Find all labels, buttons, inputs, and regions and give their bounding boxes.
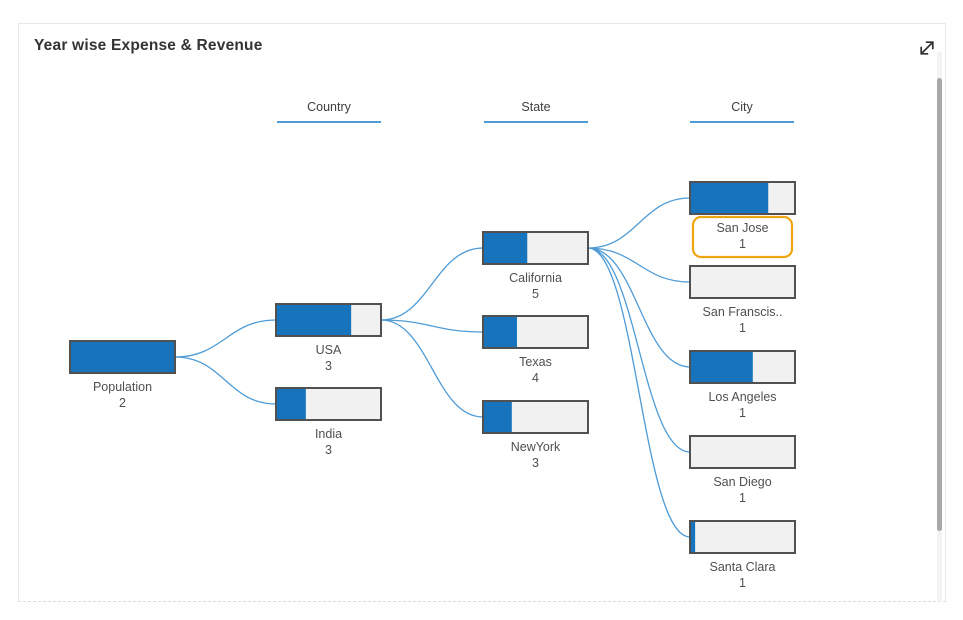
node-value: 3	[325, 443, 332, 457]
node-value: 1	[739, 237, 746, 251]
node-value: 1	[739, 491, 746, 505]
tree-node-india[interactable]: India 3	[275, 387, 382, 457]
tree-link-usa-newyork	[380, 319, 484, 418]
tree-link-california-san-jose	[587, 197, 691, 249]
tree-node-los-angeles[interactable]: Los Angeles 1	[689, 350, 796, 420]
tree-link-california-san-francisco	[587, 247, 691, 283]
tree-node-population[interactable]: Population 2	[69, 340, 176, 410]
node-value: 3	[325, 359, 332, 373]
column-header-city: City	[690, 100, 794, 123]
column-header-country: Country	[277, 100, 381, 123]
node-bar-fill	[277, 389, 306, 419]
node-bar-track	[689, 435, 796, 469]
node-label: USA	[316, 343, 342, 357]
node-label: Santa Clara	[709, 560, 775, 574]
node-label: San Diego	[713, 475, 771, 489]
node-value: 1	[739, 576, 746, 590]
column-header-state: State	[484, 100, 588, 123]
node-value: 2	[119, 396, 126, 410]
node-bar-fill	[484, 402, 512, 432]
node-label: India	[315, 427, 342, 441]
tree-link-population-india	[174, 356, 277, 405]
node-bar-track	[689, 520, 796, 554]
tree-node-san-francisco[interactable]: San Franscis.. 1	[689, 265, 796, 335]
tree-link-california-santa-clara	[587, 247, 691, 538]
node-value: 5	[532, 287, 539, 301]
vertical-scrollbar-thumb[interactable]	[937, 78, 942, 531]
node-bar-fill	[691, 352, 753, 382]
tree-node-california[interactable]: California 5	[482, 231, 589, 301]
expand-button[interactable]	[913, 34, 941, 62]
node-bar-fill	[484, 233, 528, 263]
selection-outline	[691, 215, 794, 259]
node-label: Los Angeles	[708, 390, 776, 404]
node-value: 1	[739, 406, 746, 420]
node-label: Texas	[519, 355, 552, 369]
tree-link-california-los-angeles	[587, 247, 691, 368]
node-value: 3	[532, 456, 539, 470]
node-bar-fill	[691, 522, 696, 552]
tree-node-texas[interactable]: Texas 4	[482, 315, 589, 385]
tree-node-san-diego[interactable]: San Diego 1	[689, 435, 796, 505]
tree-node-santa-clara[interactable]: Santa Clara 1	[689, 520, 796, 590]
tree-link-california-san-diego	[587, 247, 691, 453]
node-bar-fill	[71, 342, 174, 372]
node-bar-track	[689, 265, 796, 299]
node-bar-fill	[277, 305, 352, 335]
node-label: NewYork	[511, 440, 561, 454]
node-value: 4	[532, 371, 539, 385]
node-bar-fill	[691, 183, 769, 213]
node-label: Population	[93, 380, 152, 394]
page-title: Year wise Expense & Revenue	[34, 37, 263, 54]
tree-node-newyork[interactable]: NewYork 3	[482, 400, 589, 470]
tree-node-usa[interactable]: USA 3	[275, 303, 382, 373]
tree-node-san-jose[interactable]: San Jose 1	[689, 181, 796, 259]
node-value: 1	[739, 321, 746, 335]
chart-card: Year wise Expense & Revenue	[18, 23, 946, 602]
tree-link-usa-texas	[380, 319, 484, 333]
expand-diagonal-icon	[920, 41, 934, 55]
node-bar-fill	[484, 317, 517, 347]
node-label: San Franscis..	[703, 305, 783, 319]
tree-link-population-usa	[174, 319, 277, 358]
node-label: San Jose	[716, 221, 768, 235]
node-label: California	[509, 271, 562, 285]
vertical-scrollbar-track[interactable]	[937, 51, 942, 602]
tree-link-usa-california	[380, 247, 484, 321]
